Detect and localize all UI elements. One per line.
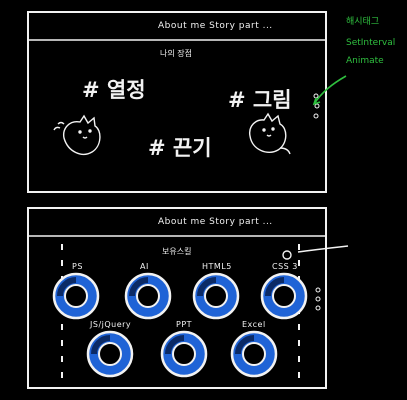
skill-ring-excel	[230, 330, 278, 378]
hashtag-persistence: # 끈기	[148, 136, 212, 160]
skill-ring-ppt	[160, 330, 208, 378]
skill-ring-ps	[52, 272, 100, 320]
panel2-dot-3	[315, 305, 321, 311]
panel1-subtitle: 나의 장점	[160, 49, 192, 58]
skill-label-html5: HTML5	[202, 262, 232, 271]
panel2-frame	[27, 207, 327, 389]
panel1-dot-3	[313, 113, 319, 119]
annotation-arrow	[313, 75, 347, 105]
cat-doodle-left	[53, 114, 101, 156]
panel2-dot-2	[315, 296, 321, 302]
panel1-dot-1	[313, 93, 319, 99]
skill-ring-html5	[192, 272, 240, 320]
skill-ring-ai	[124, 272, 172, 320]
skill-label-js-jquery: JS/jQuery	[90, 320, 132, 329]
skill-label-css3: CSS 3	[272, 262, 298, 271]
skill-ring-css3	[260, 272, 308, 320]
skill-label-excel: Excel	[242, 320, 266, 329]
panel2-subtitle: 보유스킬	[162, 247, 192, 256]
panel2-dot-1	[315, 287, 321, 293]
annotation-line-3: Animate	[346, 56, 384, 66]
skill-ring-js-jquery	[86, 330, 134, 378]
annotation-line-1: 해시태그	[346, 17, 380, 27]
panel1-dot-2	[314, 103, 320, 109]
hashtag-drawing: # 그림	[228, 88, 292, 112]
panel1-frame	[27, 11, 327, 193]
panel2-arrow-dot	[282, 250, 292, 260]
skill-label-ai: AI	[140, 262, 149, 271]
panel2-header: About me Story part ...	[158, 217, 273, 227]
annotation-line-2: SetInterval	[346, 38, 396, 48]
hashtag-passion: # 열정	[82, 78, 146, 102]
skill-label-ppt: PPT	[176, 320, 193, 329]
panel2-arrow	[297, 245, 349, 253]
panel1-header: About me Story part ...	[158, 21, 273, 31]
skill-label-ps: PS	[72, 262, 83, 271]
cat-doodle-right	[249, 112, 291, 155]
